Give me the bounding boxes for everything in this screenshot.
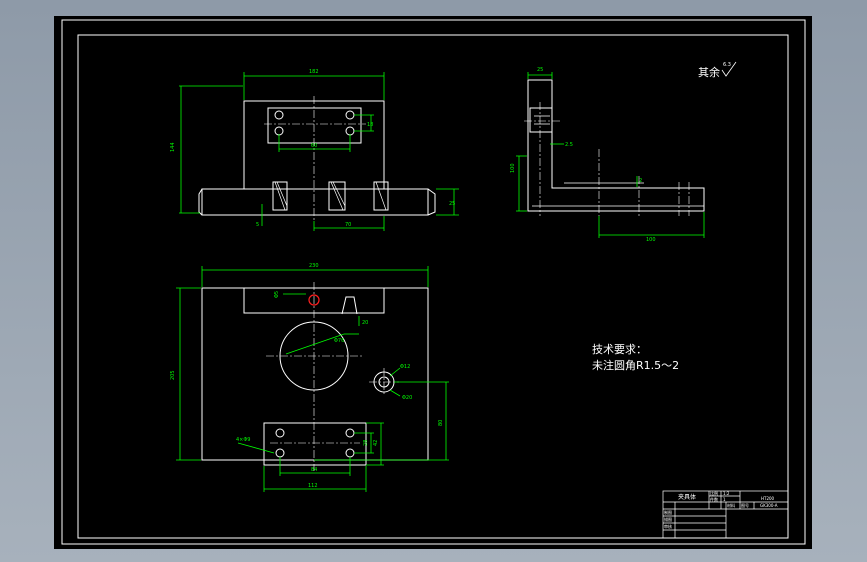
tech-req-line1: 未注圆角R1.5～2 — [592, 358, 679, 372]
title-part-name: 夹具体 — [678, 493, 696, 501]
title-qty-value: 1 — [723, 497, 726, 502]
dim-front-top-width: 182 — [309, 69, 319, 75]
plan-view-centerlines — [266, 282, 399, 471]
title-drawn-label: 制图 — [664, 509, 672, 515]
title-drawing-no-label: 图号 — [741, 502, 749, 508]
front-view-dimensions — [179, 72, 459, 231]
dim-plan-small-bore-outer: Φ20 — [402, 395, 412, 401]
outer-border — [61, 19, 806, 545]
dim-plan-small-bore: Φ12 — [400, 364, 410, 370]
title-scale-value: 1:2 — [723, 491, 730, 496]
drawing-sheet: 182 144 60 18 25 70 5 25 100 2.5 100 2 2… — [54, 16, 812, 549]
dim-plan-right-height: 80 — [438, 420, 444, 426]
title-material-value: HT200 — [761, 496, 775, 501]
dim-plan-hole-v: 28 — [363, 440, 369, 446]
side-view-dimensions — [516, 72, 705, 238]
title-review-label: 审核 — [664, 523, 672, 529]
title-material-label: 材料 — [727, 502, 735, 508]
dim-side-notch: 2.5 — [565, 142, 573, 148]
dim-side-base: 100 — [646, 237, 656, 243]
dim-front-right-offset: 70 — [345, 222, 351, 228]
dim-side-small: 2 — [639, 178, 642, 184]
title-scale-label: 比例 — [710, 490, 718, 496]
title-block — [662, 490, 789, 539]
inner-border — [77, 34, 789, 539]
dim-plan-bottom-width: 112 — [308, 483, 318, 489]
dimension-labels: 182 144 60 18 25 70 5 25 100 2.5 100 2 2… — [170, 67, 656, 489]
dim-plan-width: 230 — [309, 263, 319, 269]
dim-front-base: 25 — [449, 201, 455, 207]
surface-finish-mark: 其余 6.3 — [698, 61, 737, 79]
side-view — [527, 79, 705, 212]
dim-side-height: 100 — [510, 163, 516, 173]
surface-finish-prefix: 其余 — [698, 65, 720, 79]
dim-front-height: 144 — [170, 142, 176, 152]
title-drawing-no-value: GK300-A — [760, 503, 778, 508]
dim-plan-hole-h: 84 — [311, 467, 317, 473]
tech-req-heading: 技术要求： — [592, 343, 647, 356]
dim-plan-slot: 20 — [362, 320, 368, 326]
cad-drawing: 182 144 60 18 25 70 5 25 100 2.5 100 2 2… — [61, 19, 806, 545]
dim-side-top: 25 — [537, 67, 543, 73]
title-qty-label: 件数 — [710, 496, 718, 502]
highlight-hole — [308, 294, 320, 306]
dim-plan-height: 205 — [170, 370, 176, 380]
title-check-label: 描图 — [664, 516, 672, 522]
dim-plan-bore: Φ76 — [334, 338, 344, 344]
dim-front-left-small: 5 — [256, 222, 259, 228]
front-view — [198, 100, 436, 216]
dim-plan-top-left: Φ5 — [274, 291, 280, 298]
plan-view-dimensions — [176, 266, 449, 492]
front-view-centerlines — [264, 96, 366, 220]
dim-plan-hole-callout: 4×Φ9 — [236, 437, 251, 443]
surface-finish-value: 6.3 — [723, 62, 731, 68]
side-view-centerlines — [524, 102, 690, 216]
dim-front-hole-v: 18 — [367, 122, 373, 128]
dim-plan-hole-outer: 42 — [373, 440, 379, 446]
surface-finish-symbol — [721, 61, 737, 77]
dim-front-hole-h: 60 — [311, 143, 317, 149]
title-block-text: 夹具体 比例 1:2 件数 1 材料 HT200 图号 GK300-A 制图 描… — [664, 490, 778, 529]
